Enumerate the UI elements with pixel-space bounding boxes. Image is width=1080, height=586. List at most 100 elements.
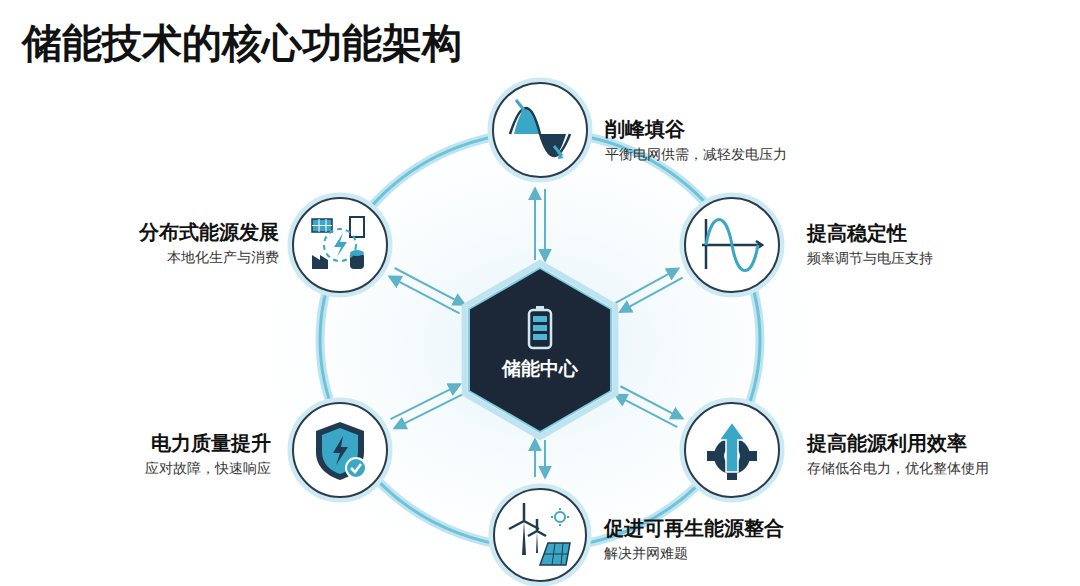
icon-part	[682, 400, 782, 500]
icon-part	[540, 543, 570, 565]
center-hexagon: 储能中心	[469, 268, 611, 432]
icon-part	[334, 233, 347, 257]
icon-part	[529, 310, 551, 348]
function-circle: 提高能源利用效率存储低谷电力，优化整体使用	[685, 403, 779, 497]
center-label: 储能中心	[469, 356, 611, 382]
connector-line	[391, 385, 460, 420]
function-circle: 分布式能源发展本地化生产与消费	[293, 198, 387, 292]
function-heading: 削峰填谷	[605, 115, 787, 143]
icon-part	[521, 108, 526, 113]
icon-part	[529, 306, 551, 348]
icon-part	[333, 436, 348, 465]
icon-part	[558, 154, 564, 159]
label-block: 提高稳定性频率调节与电压支持	[807, 219, 933, 269]
icon-part	[727, 472, 737, 480]
icon-part	[346, 458, 366, 478]
icon-part	[290, 400, 390, 500]
label-block: 分布式能源发展本地化生产与消费	[139, 218, 279, 268]
icon-part	[533, 334, 547, 340]
label-block: 促进可再生能源整合解决并网难题	[604, 514, 784, 564]
function-description: 平衡电网供需，减轻发电压力	[605, 143, 787, 165]
label-block: 提高能源利用效率存储低谷电力，优化整体使用	[807, 429, 989, 479]
icon-part	[491, 486, 589, 584]
icon-part	[682, 195, 782, 295]
function-heading: 提高能源利用效率	[807, 429, 989, 457]
icon-part	[493, 83, 587, 177]
icon-part	[509, 503, 546, 536]
function-circle: 促进可再生能源整合解决并网难题	[494, 489, 586, 581]
icon-part	[516, 100, 524, 110]
icon-part	[533, 316, 547, 322]
icon-part	[749, 451, 757, 461]
function-heading: 促进可再生能源整合	[604, 514, 784, 542]
icon-part	[469, 268, 611, 432]
label-block: 电力质量提升应对故障，快速响应	[145, 429, 271, 479]
double-arrow-connector	[535, 189, 545, 260]
connector-line	[620, 278, 682, 312]
function-circle: 电力质量提升应对故障，快速响应	[293, 403, 387, 497]
icon-part	[494, 489, 586, 581]
circle-shape	[493, 83, 587, 177]
icon-part	[536, 306, 544, 310]
circle-shape	[685, 403, 779, 497]
icon-part	[555, 512, 565, 522]
function-description: 本地化生产与消费	[139, 246, 279, 268]
function-heading: 提高稳定性	[807, 219, 933, 247]
icon-part	[316, 422, 364, 480]
icon-part	[490, 80, 590, 180]
circle-shape	[293, 403, 387, 497]
connector-line	[616, 395, 678, 427]
icon-part	[509, 503, 570, 565]
icon-part	[351, 464, 361, 472]
icon-part	[544, 543, 568, 565]
function-circle: 提高稳定性频率调节与电压支持	[685, 198, 779, 292]
icon-part	[350, 217, 364, 237]
icon-part	[682, 195, 782, 295]
icon-part	[465, 263, 616, 437]
icon-part	[290, 195, 390, 295]
icon-part	[719, 422, 745, 472]
icon-part	[312, 219, 332, 232]
function-heading: 电力质量提升	[145, 429, 271, 457]
double-arrow-connector	[391, 385, 465, 428]
icon-part	[293, 403, 387, 497]
icon-part	[316, 422, 366, 480]
connector-line	[544, 440, 546, 477]
double-arrow-connector	[390, 268, 464, 313]
circle-shape	[293, 198, 387, 292]
connector-line	[395, 268, 465, 305]
icon-part	[490, 80, 590, 180]
double-arrow-connector	[616, 269, 683, 312]
function-circle: 削峰填谷平衡电网供需，减轻发电压力	[493, 83, 587, 177]
icon-part	[685, 403, 779, 497]
icon-part	[533, 325, 547, 331]
function-description: 应对故障，快速响应	[145, 457, 271, 479]
icon-part	[491, 486, 589, 584]
hexagon-shape	[469, 268, 611, 432]
function-description: 存储低谷电力，优化整体使用	[807, 457, 989, 479]
function-description: 频率调节与电压支持	[807, 247, 933, 269]
icon-part	[312, 217, 364, 269]
icon-part	[707, 422, 757, 480]
connector-line	[544, 189, 546, 260]
double-arrow-connector	[616, 386, 682, 427]
icon-part	[312, 219, 332, 232]
icon-part	[510, 100, 570, 159]
connector-line	[534, 440, 536, 477]
double-arrow-connector	[535, 440, 545, 477]
icon-part	[706, 220, 758, 271]
icon-part	[312, 255, 328, 269]
icon-part	[293, 198, 387, 292]
icon-part	[290, 400, 390, 500]
title: 储能技术的核心功能架构	[22, 16, 462, 71]
connector-line	[390, 277, 460, 314]
icon-part	[707, 451, 715, 461]
circle-shape	[685, 198, 779, 292]
circle-shape	[494, 489, 586, 581]
label-block: 削峰填谷平衡电网供需，减轻发电压力	[605, 115, 787, 165]
icon-part	[554, 146, 562, 156]
function-heading: 分布式能源发展	[139, 218, 279, 246]
icon-part	[290, 195, 390, 295]
icon-part	[702, 219, 762, 271]
